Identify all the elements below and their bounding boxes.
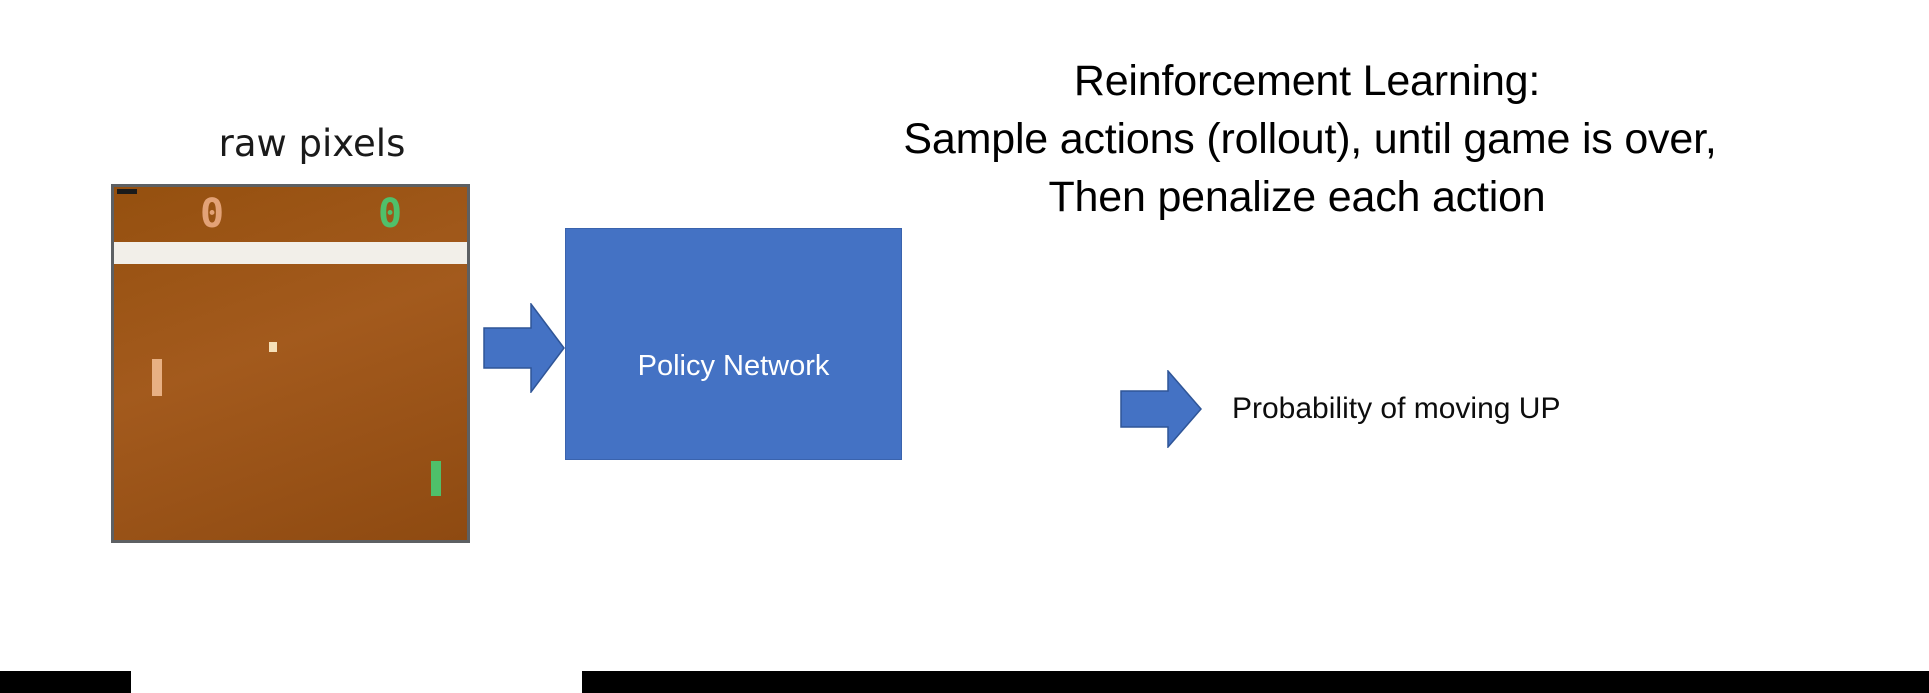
title-line-1: Reinforcement Learning: xyxy=(1073,57,1541,105)
output-caption: Probability of moving UP xyxy=(1232,392,1561,425)
output-right-arrow-icon xyxy=(1120,370,1202,448)
bottom-bar-right xyxy=(582,671,1929,693)
pong-corner-tick xyxy=(117,189,137,194)
slide-title: Reinforcement Learning: Sample actions (… xyxy=(690,52,1929,226)
policy-network-label: Policy Network xyxy=(637,350,830,382)
bottom-bar-left xyxy=(0,671,131,693)
pong-score-right: 0 xyxy=(377,191,403,237)
title-line-3: Then penalize each action xyxy=(1048,173,1546,221)
title-line-2: Sample actions (rollout), until game is … xyxy=(903,115,1717,163)
pong-paddle-right xyxy=(431,461,441,496)
pong-divider-bar xyxy=(114,242,467,264)
policy-network-box[interactable]: Policy Network xyxy=(565,228,902,460)
pong-game-screen: 0 0 xyxy=(111,184,470,543)
input-right-arrow-icon xyxy=(483,303,565,393)
raw-pixels-caption: raw pixels xyxy=(218,122,406,165)
pong-paddle-left xyxy=(152,359,162,396)
pong-ball xyxy=(269,342,277,352)
pong-playfield xyxy=(114,187,467,540)
pong-score-left: 0 xyxy=(199,191,225,237)
